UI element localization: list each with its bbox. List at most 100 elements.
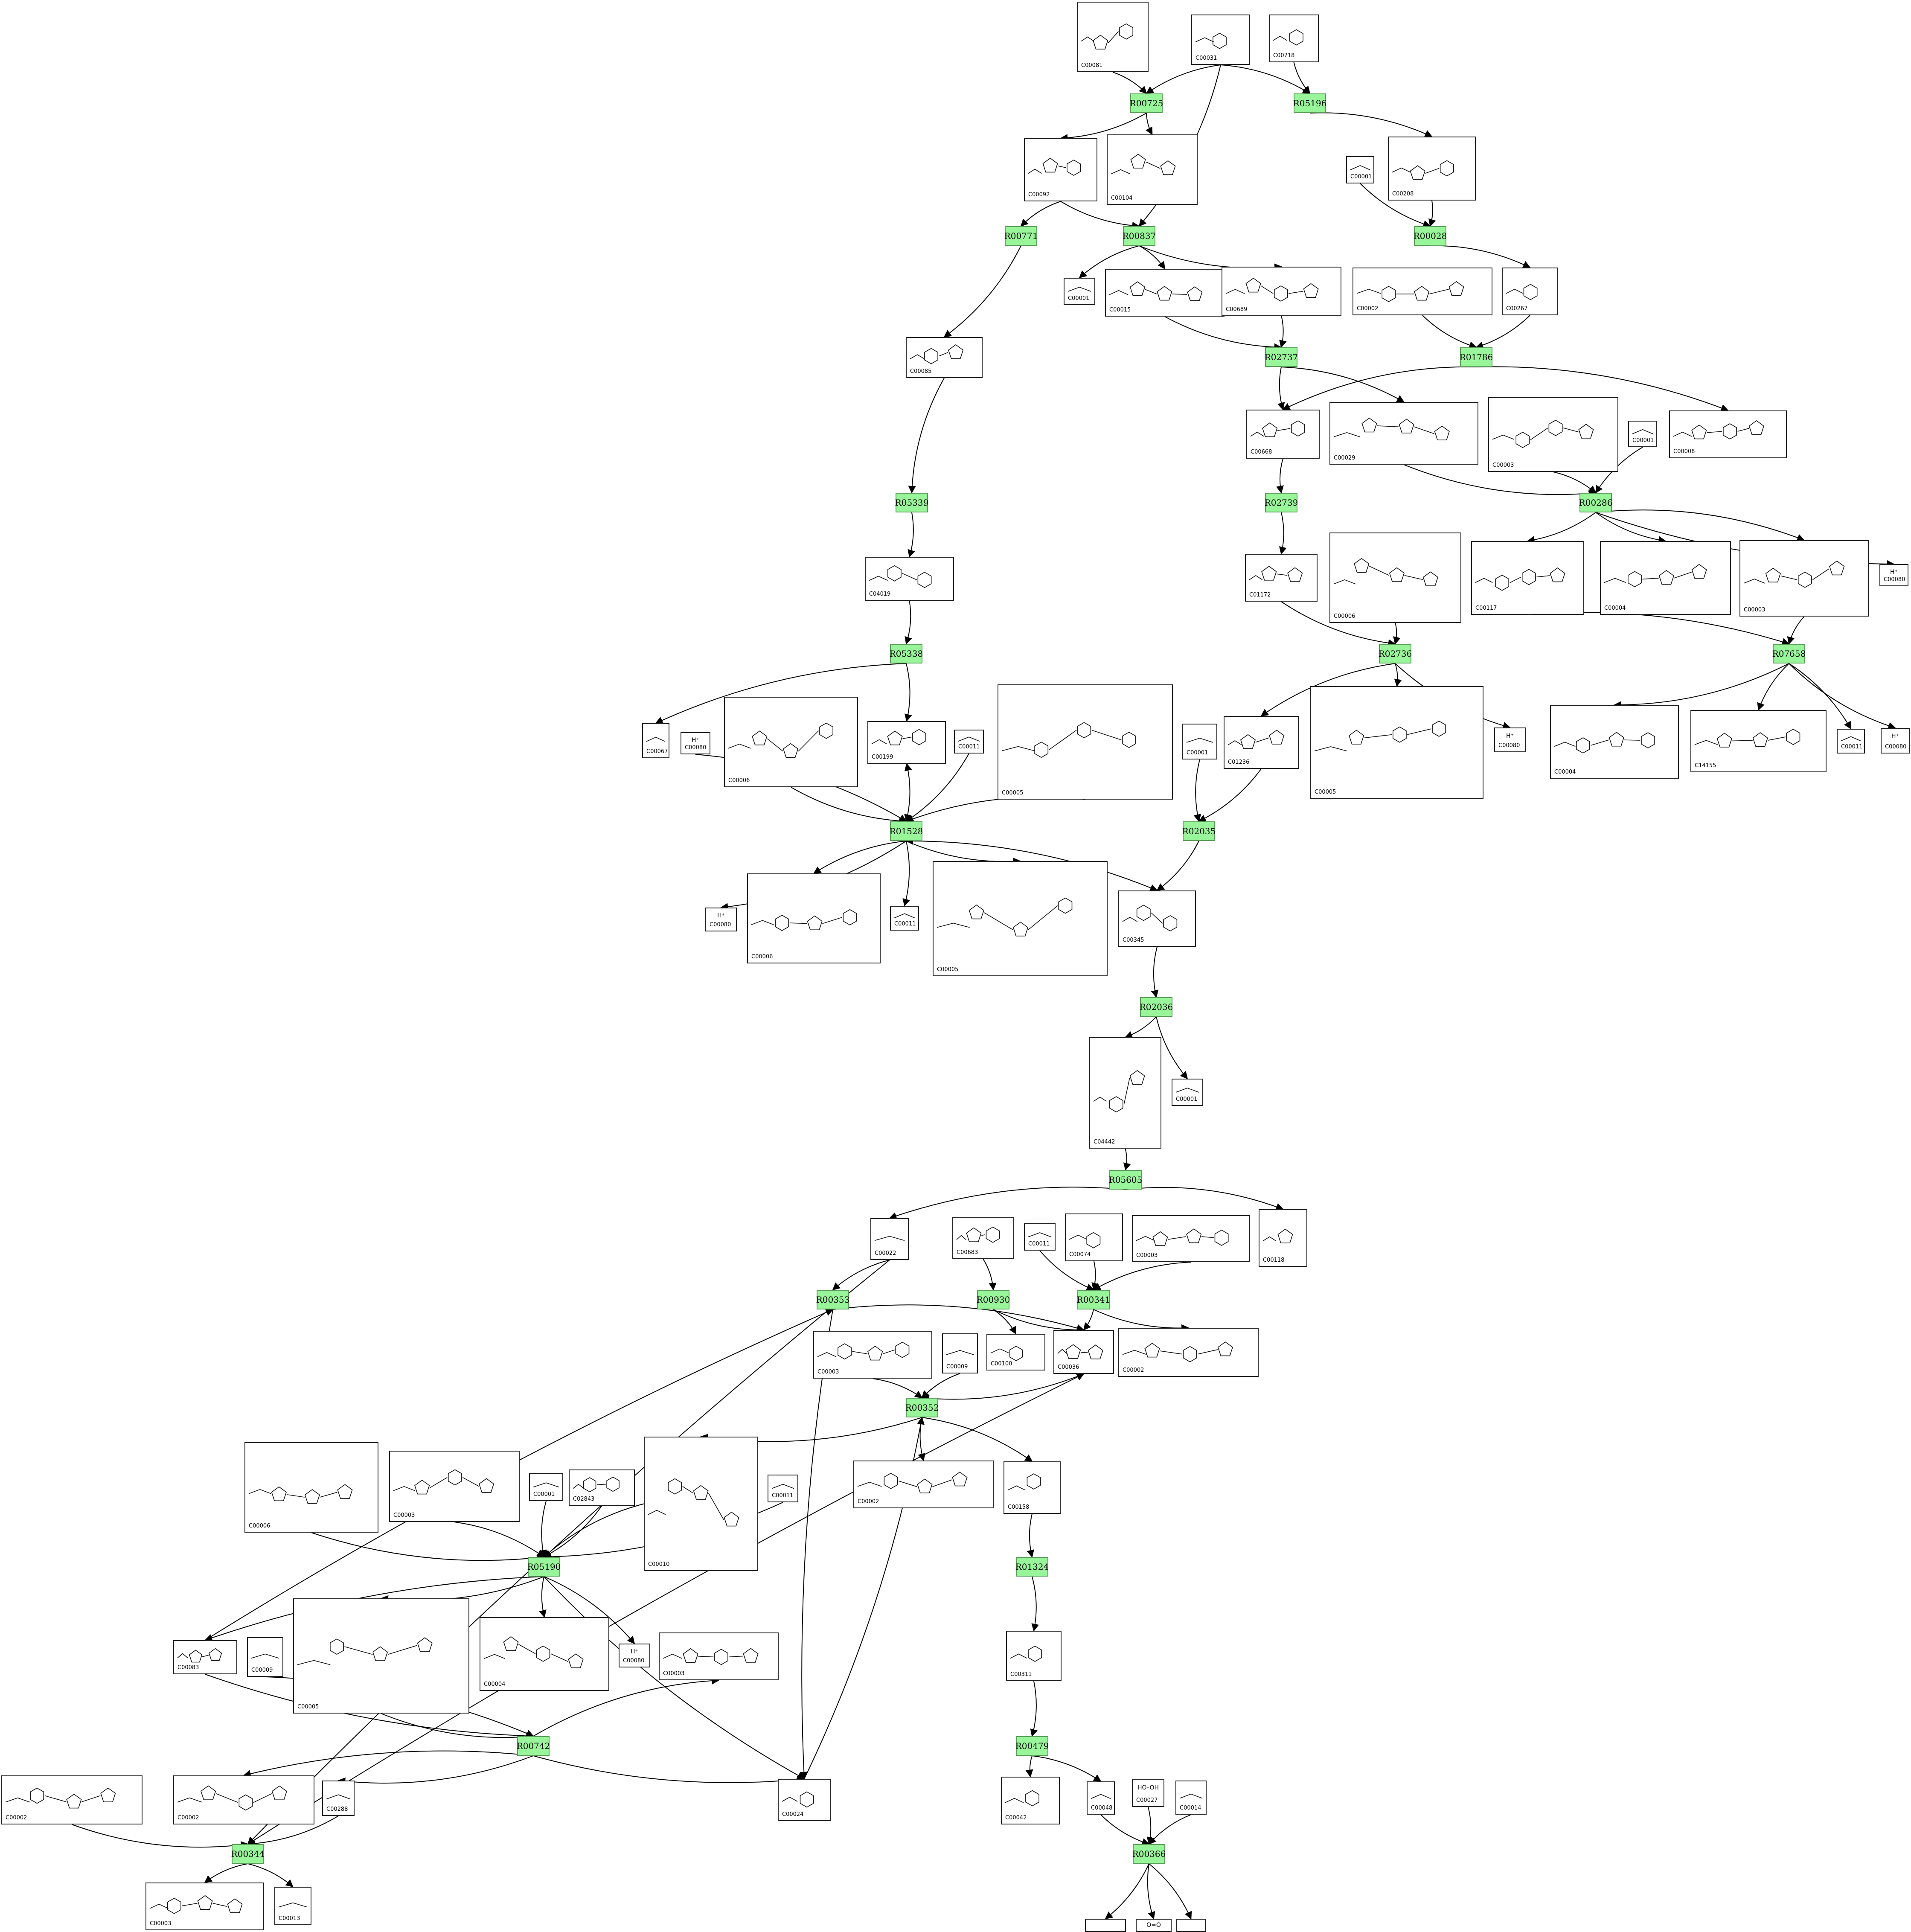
compound-box-c00003[interactable]: C00003 bbox=[1132, 1215, 1250, 1262]
compound-box-c00085[interactable]: C00085 bbox=[906, 337, 983, 378]
compound-box-c00081[interactable]: C00081 bbox=[1077, 2, 1149, 72]
compound-box-c00011[interactable]: C00011 bbox=[954, 730, 984, 754]
reaction-node-r05605[interactable]: R05605 bbox=[1109, 1170, 1142, 1190]
reaction-node-r00742[interactable]: R00742 bbox=[517, 1736, 550, 1756]
compound-box-c00003[interactable]: C00003 bbox=[659, 1632, 779, 1680]
compound-box-c00011[interactable]: C00011 bbox=[1024, 1223, 1056, 1251]
compound-box-c00009[interactable]: C00009 bbox=[247, 1637, 283, 1677]
compound-box-c00074[interactable]: C00074 bbox=[1065, 1213, 1123, 1261]
compound-box-c00013[interactable]: C00013 bbox=[274, 1887, 311, 1925]
compound-box-c00267[interactable]: C00267 bbox=[1502, 268, 1558, 315]
compound-box-c00006[interactable]: C00006 bbox=[244, 1442, 378, 1533]
compound-box-c00288[interactable]: C00288 bbox=[322, 1781, 355, 1816]
compound-box-c00005[interactable]: C00005 bbox=[293, 1598, 469, 1714]
compound-box-c00345[interactable]: C00345 bbox=[1118, 890, 1196, 947]
reaction-node-r02035[interactable]: R02035 bbox=[1182, 821, 1216, 841]
compound-box-c00011[interactable]: C00011 bbox=[890, 906, 919, 931]
compound-box-c00036[interactable]: C00036 bbox=[1053, 1330, 1114, 1374]
compound-box-c00683[interactable]: C00683 bbox=[952, 1217, 1014, 1259]
compound-box-c00015[interactable]: C00015 bbox=[1105, 269, 1225, 317]
compound-box-c00004[interactable]: C00004 bbox=[1550, 705, 1679, 779]
compound-box-c00007[interactable]: O=O bbox=[1136, 1919, 1172, 1932]
compound-box-c00006[interactable]: C00006 bbox=[747, 873, 881, 963]
reaction-node-r00028[interactable]: R00028 bbox=[1414, 226, 1447, 246]
compound-box-c00002[interactable]: C00002 bbox=[1353, 268, 1492, 315]
compound-box-c00083[interactable]: C00083 bbox=[173, 1640, 237, 1674]
compound-box-c00003[interactable]: C00003 bbox=[813, 1331, 932, 1379]
reaction-node-r00366[interactable]: R00366 bbox=[1132, 1844, 1166, 1864]
reaction-node-r00353[interactable]: R00353 bbox=[816, 1290, 849, 1309]
reaction-node-r01528[interactable]: R01528 bbox=[890, 821, 923, 841]
compound-box-c00004[interactable]: C00004 bbox=[1600, 541, 1731, 615]
reaction-node-r00479[interactable]: R00479 bbox=[1015, 1736, 1049, 1756]
reaction-node-r00930[interactable]: R00930 bbox=[977, 1290, 1010, 1309]
compound-box-c00003[interactable]: C00003 bbox=[389, 1451, 520, 1522]
compound-box-c00024[interactable]: C00024 bbox=[778, 1779, 831, 1821]
compound-box-c00718[interactable]: C00718 bbox=[1269, 15, 1319, 62]
compound-box-c00311[interactable]: C00311 bbox=[1006, 1631, 1062, 1681]
reaction-node-r07658[interactable]: R07658 bbox=[1772, 644, 1806, 663]
compound-box-c00037[interactable] bbox=[1085, 1919, 1126, 1932]
compound-box-c00002[interactable]: C00002 bbox=[853, 1461, 994, 1508]
compound-box-c00003[interactable]: C00003 bbox=[145, 1883, 264, 1930]
compound-box-c00001[interactable]: C00001 bbox=[1172, 1079, 1203, 1106]
compound-box-c00001[interactable] bbox=[1176, 1919, 1206, 1932]
compound-box-c00118[interactable]: C00118 bbox=[1259, 1209, 1307, 1267]
compound-box-c00080[interactable]: H⁺C00080 bbox=[681, 732, 710, 754]
compound-box-c00004[interactable]: C00004 bbox=[480, 1617, 609, 1691]
compound-box-c00199[interactable]: C00199 bbox=[867, 721, 946, 764]
compound-box-c00067[interactable]: C00067 bbox=[642, 723, 669, 758]
compound-box-c00008[interactable]: C00008 bbox=[1669, 410, 1787, 458]
reaction-node-r05196[interactable]: R05196 bbox=[1293, 93, 1326, 113]
compound-box-c00080[interactable]: H⁺C00080 bbox=[1494, 727, 1526, 752]
reaction-node-r02036[interactable]: R02036 bbox=[1140, 997, 1173, 1017]
reaction-node-r02737[interactable]: R02737 bbox=[1265, 347, 1298, 367]
reaction-node-r00352[interactable]: R00352 bbox=[905, 1398, 939, 1417]
compound-box-c00002[interactable]: C00002 bbox=[1, 1775, 143, 1824]
compound-box-c00117[interactable]: C00117 bbox=[1471, 541, 1584, 615]
compound-box-c00029[interactable]: C00029 bbox=[1329, 402, 1478, 465]
reaction-node-r01324[interactable]: R01324 bbox=[1015, 1557, 1049, 1577]
compound-box-c00092[interactable]: C00092 bbox=[1024, 138, 1097, 201]
compound-box-c00080[interactable]: H⁺C00080 bbox=[619, 1644, 650, 1667]
compound-box-c00014[interactable]: C00014 bbox=[1175, 1781, 1207, 1815]
compound-box-c00002[interactable]: C00002 bbox=[1118, 1328, 1259, 1377]
compound-box-c00100[interactable]: C00100 bbox=[986, 1334, 1045, 1370]
reaction-node-r00344[interactable]: R00344 bbox=[231, 1844, 265, 1864]
reaction-node-r01786[interactable]: R01786 bbox=[1460, 347, 1493, 367]
compound-box-c01172[interactable]: C01172 bbox=[1245, 554, 1318, 602]
compound-box-c00003[interactable]: C00003 bbox=[1488, 397, 1618, 472]
compound-box-c14155[interactable]: C14155 bbox=[1690, 710, 1827, 772]
compound-box-c00005[interactable]: C00005 bbox=[933, 861, 1108, 976]
compound-box-c01236[interactable]: C01236 bbox=[1224, 716, 1299, 769]
compound-box-c00208[interactable]: C00208 bbox=[1388, 137, 1476, 201]
compound-box-c04442[interactable]: C04442 bbox=[1089, 1037, 1161, 1149]
compound-box-c00031[interactable]: C00031 bbox=[1191, 15, 1250, 65]
compound-box-c00009[interactable]: C00009 bbox=[942, 1333, 978, 1373]
compound-box-c00001[interactable]: C00001 bbox=[1182, 724, 1217, 759]
compound-box-c00080[interactable]: H⁺C00080 bbox=[1881, 728, 1910, 754]
compound-box-c00011[interactable]: C00011 bbox=[1837, 729, 1865, 754]
compound-box-c00006[interactable]: C00006 bbox=[1329, 532, 1461, 623]
reaction-node-r00725[interactable]: R00725 bbox=[1130, 93, 1163, 113]
compound-box-c00001[interactable]: C00001 bbox=[1628, 421, 1657, 447]
compound-box-c00042[interactable]: C00042 bbox=[1001, 1777, 1060, 1824]
compound-box-c00104[interactable]: C00104 bbox=[1107, 134, 1198, 205]
compound-box-c00668[interactable]: C00668 bbox=[1246, 410, 1320, 459]
reaction-node-r00837[interactable]: R00837 bbox=[1123, 226, 1156, 246]
compound-box-c00048[interactable]: C00048 bbox=[1087, 1781, 1115, 1815]
compound-box-c00001[interactable]: C00001 bbox=[529, 1473, 563, 1501]
reaction-node-r05338[interactable]: R05338 bbox=[890, 644, 923, 663]
compound-box-c00689[interactable]: C00689 bbox=[1222, 267, 1341, 316]
compound-box-c04019[interactable]: C04019 bbox=[865, 557, 954, 601]
compound-box-c00080[interactable]: H⁺C00080 bbox=[705, 908, 737, 931]
compound-box-c00158[interactable]: C00158 bbox=[1003, 1461, 1061, 1514]
compound-box-c00006[interactable]: C00006 bbox=[724, 697, 858, 787]
compound-box-c00002[interactable]: C00002 bbox=[173, 1775, 314, 1824]
reaction-node-r02739[interactable]: R02739 bbox=[1265, 493, 1298, 512]
reaction-node-r02736[interactable]: R02736 bbox=[1379, 644, 1412, 663]
compound-box-c00022[interactable]: C00022 bbox=[870, 1218, 909, 1260]
compound-box-c02843[interactable]: C02843 bbox=[569, 1469, 635, 1506]
compound-box-c00005[interactable]: C00005 bbox=[998, 684, 1173, 800]
reaction-node-r00341[interactable]: R00341 bbox=[1077, 1290, 1110, 1309]
